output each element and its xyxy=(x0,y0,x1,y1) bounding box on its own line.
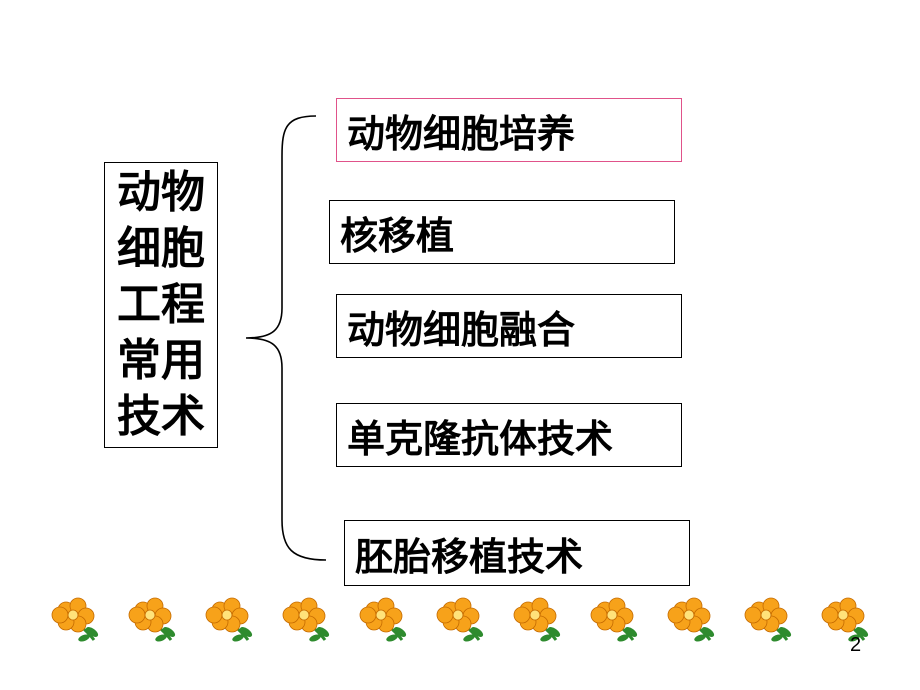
orange-flower-icon xyxy=(667,597,715,642)
branch-label: 动物细胞融合 xyxy=(347,307,576,352)
orange-flower-icon xyxy=(513,597,561,642)
page-number: 2 xyxy=(850,634,862,656)
branch-box-embryo-transfer: 胚胎移植技术 xyxy=(344,520,690,586)
orange-flower-icon xyxy=(128,597,176,642)
orange-flower-icon xyxy=(205,597,253,642)
orange-flower-icon xyxy=(51,597,99,642)
flower-border xyxy=(48,594,888,644)
orange-flower-icon xyxy=(821,597,869,642)
branch-label: 动物细胞培养 xyxy=(347,111,576,156)
orange-flower-icon xyxy=(359,597,407,642)
branch-label: 核移植 xyxy=(340,213,455,258)
main-topic-label: 动物细胞工程常用技术 xyxy=(117,167,205,442)
orange-flower-icon xyxy=(744,597,792,642)
branch-label: 单克隆抗体技术 xyxy=(347,416,614,461)
main-topic-box: 动物细胞工程常用技术 xyxy=(104,162,218,448)
orange-flower-icon xyxy=(282,597,330,642)
orange-flower-icon xyxy=(590,597,638,642)
branch-box-cell-culture: 动物细胞培养 xyxy=(336,98,682,162)
curly-brace-icon xyxy=(245,115,327,561)
branch-box-nuclear-transfer: 核移植 xyxy=(329,200,675,264)
branch-label: 胚胎移植技术 xyxy=(355,534,584,579)
orange-flower-icon xyxy=(436,597,484,642)
branch-box-cell-fusion: 动物细胞融合 xyxy=(336,294,682,358)
branch-box-monoclonal-antibody: 单克隆抗体技术 xyxy=(336,403,682,467)
